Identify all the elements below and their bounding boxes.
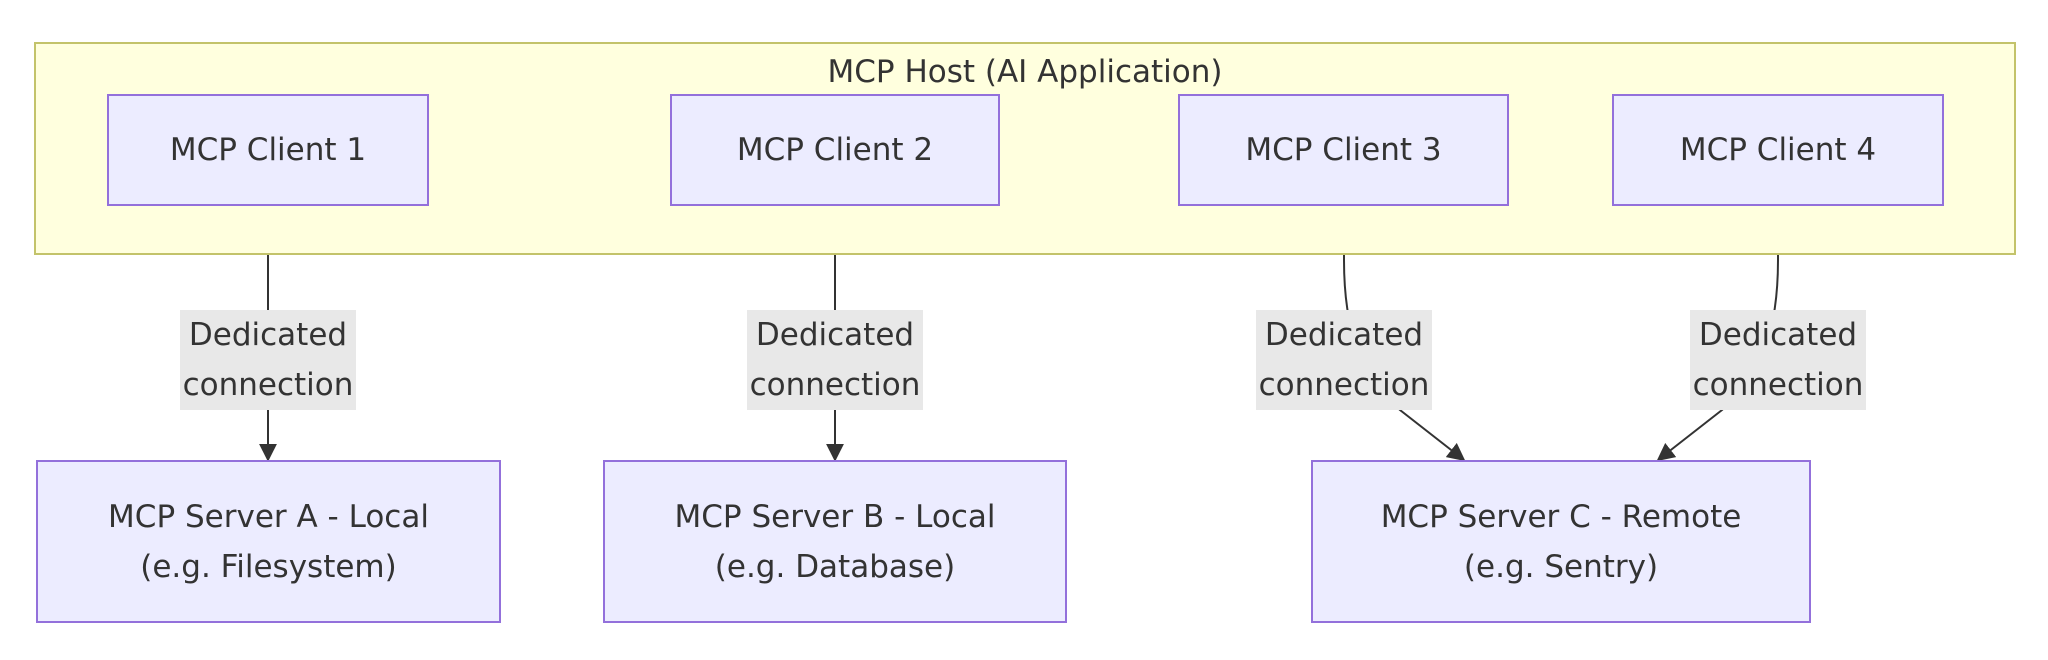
server-example: (e.g. Filesystem) — [140, 548, 397, 585]
client-label: MCP Client 4 — [1679, 132, 1877, 168]
edge-label-2: Dedicated connection — [747, 310, 923, 410]
edge-label-line1: Dedicated — [755, 317, 915, 353]
edge-label-line1: Dedicated — [1264, 317, 1424, 353]
server-node-c: MCP Server C - Remote (e.g. Sentry) — [1311, 460, 1811, 623]
server-label: MCP Server B - Local — [674, 498, 996, 535]
edge-label-3: Dedicated connection — [1256, 310, 1432, 410]
edge-label-line1: Dedicated — [1698, 317, 1858, 353]
edge-label-line2: connection — [1258, 367, 1430, 403]
edge-label-line2: connection — [1692, 367, 1864, 403]
server-example: (e.g. Sentry) — [1463, 548, 1659, 585]
edge-label-1: Dedicated connection — [180, 310, 356, 410]
client-node-2: MCP Client 2 — [670, 94, 1000, 206]
client-node-3: MCP Client 3 — [1178, 94, 1509, 206]
client-node-4: MCP Client 4 — [1612, 94, 1944, 206]
server-node-a: MCP Server A - Local (e.g. Filesystem) — [36, 460, 501, 623]
edge-label-line2: connection — [749, 367, 921, 403]
client-node-1: MCP Client 1 — [107, 94, 429, 206]
server-label: MCP Server A - Local — [108, 498, 429, 535]
host-title: MCP Host (AI Application) — [827, 54, 1223, 90]
client-label: MCP Client 2 — [736, 132, 934, 168]
server-node-b: MCP Server B - Local (e.g. Database) — [603, 460, 1067, 623]
client-label: MCP Client 3 — [1245, 132, 1442, 168]
edge-label-line2: connection — [182, 367, 354, 403]
server-example: (e.g. Database) — [714, 548, 956, 585]
edge-label-line1: Dedicated — [188, 317, 348, 353]
client-label: MCP Client 1 — [169, 132, 367, 168]
edge-label-4: Dedicated connection — [1690, 310, 1866, 410]
server-label: MCP Server C - Remote — [1380, 498, 1742, 535]
